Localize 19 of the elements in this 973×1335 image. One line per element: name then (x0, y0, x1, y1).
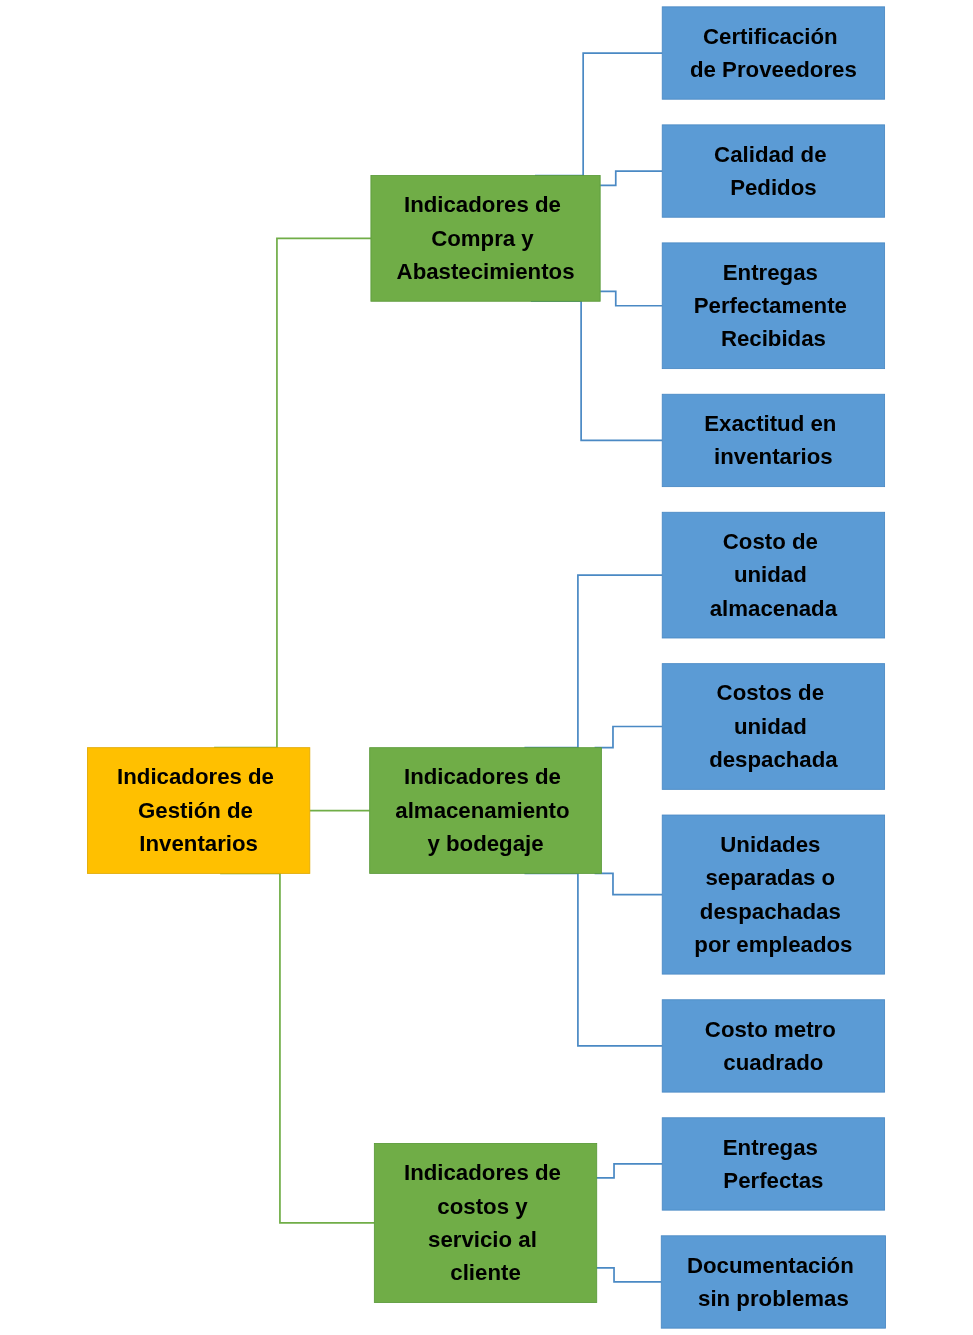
connector (308, 809, 371, 812)
node-box: Exactitud en inventarios (661, 393, 885, 488)
node-box: Indicadores de Gestión de Inventarios (87, 747, 311, 874)
node-box: Costo metro cuadrado (661, 999, 885, 1093)
connector (595, 1163, 664, 1179)
node-box: Indicadores de almacenamiento y bodegaje (369, 747, 602, 874)
node-box: Unidades separadas o despachadas por empleados (661, 814, 885, 975)
node-box: Indicadores de Compra y Abastecimientos (370, 175, 601, 302)
node-box: Entregas Perfectas (661, 1117, 885, 1211)
connector (599, 290, 664, 307)
node-box: Certificación de Proveedores (661, 6, 885, 100)
connector (599, 170, 664, 187)
connector (595, 1267, 663, 1283)
node-box: Costo de unidad almacenada (661, 511, 885, 639)
node-box: Documentación sin problemas (660, 1235, 886, 1329)
node-box: Indicadores de costos y servicio al cliente (373, 1143, 598, 1303)
node-box: Calidad de Pedidos (661, 124, 885, 218)
node-box: Entregas Perfectamente Recibidas (661, 242, 885, 370)
node-box: Costos de unidad despachada (661, 663, 885, 790)
